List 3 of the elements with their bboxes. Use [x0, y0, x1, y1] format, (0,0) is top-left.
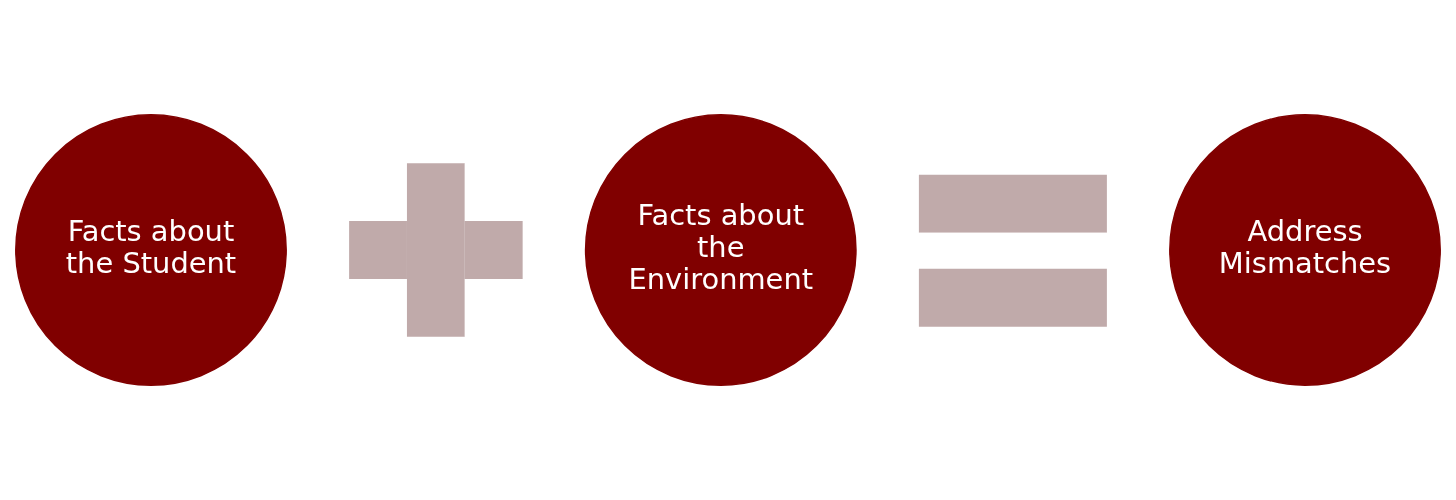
node-circle: Facts about the Student: [15, 114, 287, 386]
node-circle: Address Mismatches: [1169, 114, 1441, 386]
node-circle: Facts about the Environment: [584, 114, 857, 386]
